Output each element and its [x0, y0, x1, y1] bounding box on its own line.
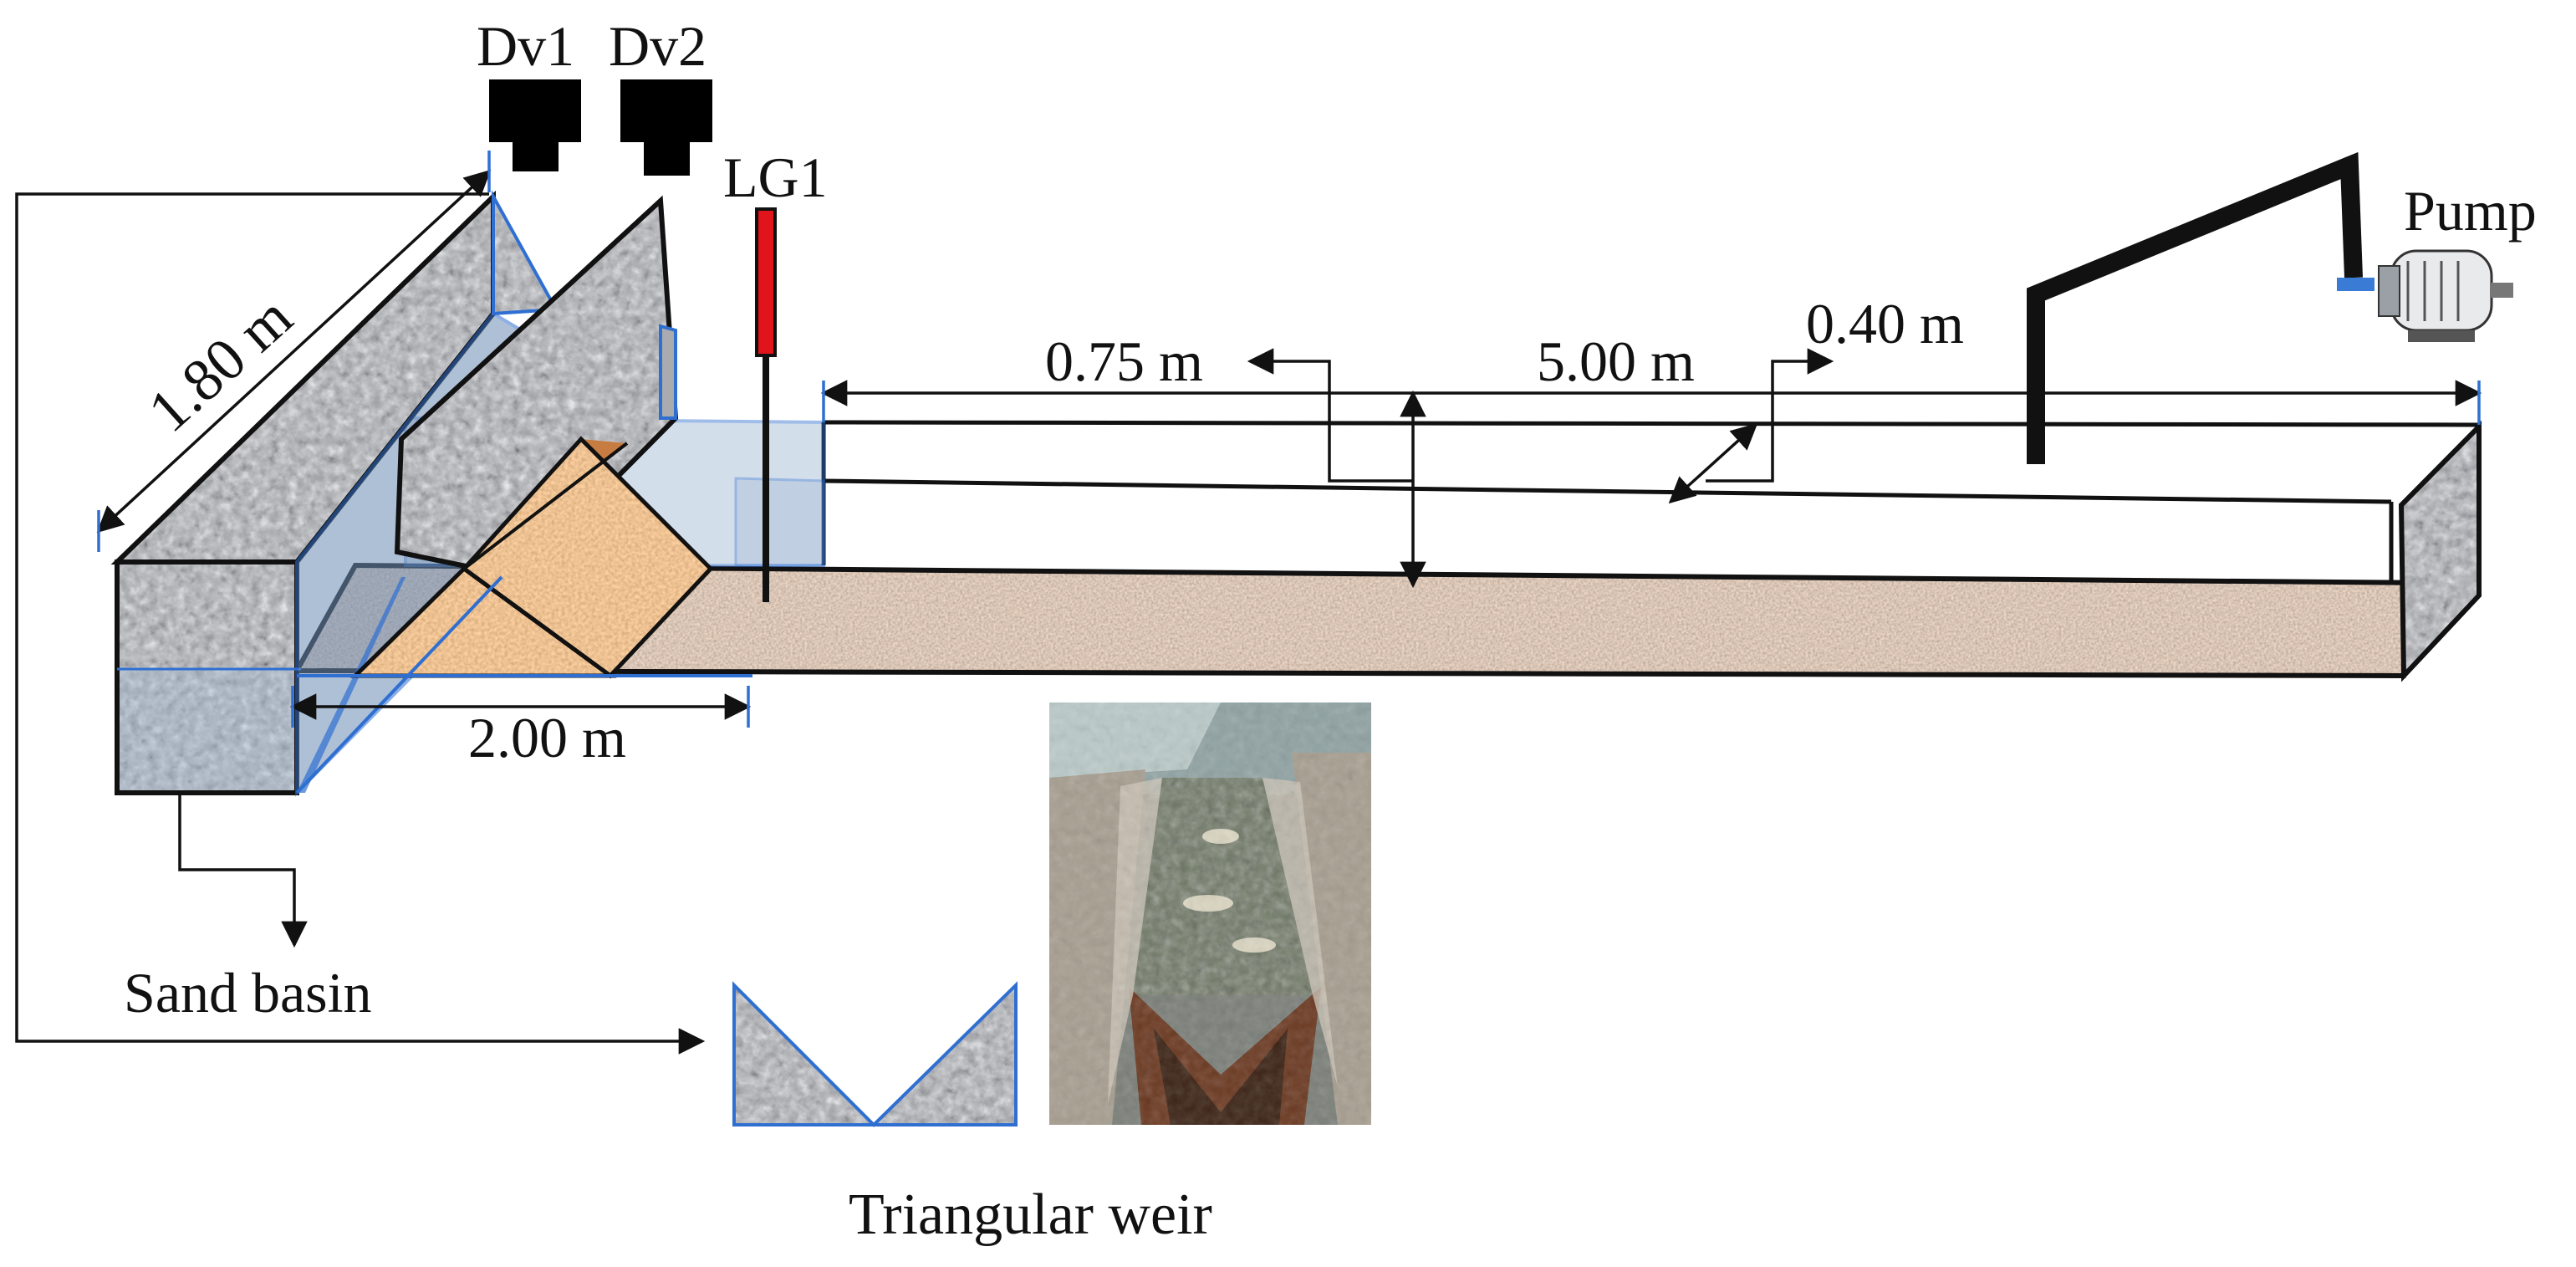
camera-icon	[489, 79, 581, 171]
sand-basin-leader	[178, 793, 308, 948]
flume-channel	[821, 420, 2480, 583]
dim-label-040: 0.40 m	[1806, 292, 1964, 355]
basin-front-edge	[295, 575, 752, 794]
sand-basin	[115, 559, 301, 795]
dim-075-leader	[1247, 348, 1413, 483]
level-gauge-lg1	[755, 207, 777, 602]
dim-label-075: 0.75 m	[1045, 330, 1203, 393]
pump-label: Pump	[2404, 179, 2537, 243]
gauge-label-lg1: LG1	[723, 146, 828, 209]
sand-basin-label: Sand basin	[124, 961, 372, 1024]
flume-end-wall	[2398, 420, 2482, 682]
pump-pipe	[2027, 151, 2363, 464]
sand-prism	[349, 436, 714, 679]
dim-label-500: 5.00 m	[1537, 330, 1695, 393]
device-label-dv1: Dv1	[477, 14, 574, 78]
sediment-bed	[292, 562, 2439, 679]
camera-icon	[620, 79, 712, 176]
device-label-dv2: Dv2	[609, 14, 706, 78]
weir-photo	[1049, 702, 1371, 1125]
dim-040-width	[1668, 422, 1758, 504]
dim-040-leader	[1706, 348, 1834, 483]
triangular-weir-shape	[732, 981, 1018, 1127]
dim-label-200: 2.00 m	[468, 706, 626, 769]
triangular-weir-label: Triangular weir	[849, 1183, 1212, 1247]
motor-pump-icon	[2337, 249, 2513, 342]
dimension-lines	[15, 151, 2482, 1055]
weir-leader	[15, 192, 706, 1055]
dim-180-line	[96, 169, 492, 534]
